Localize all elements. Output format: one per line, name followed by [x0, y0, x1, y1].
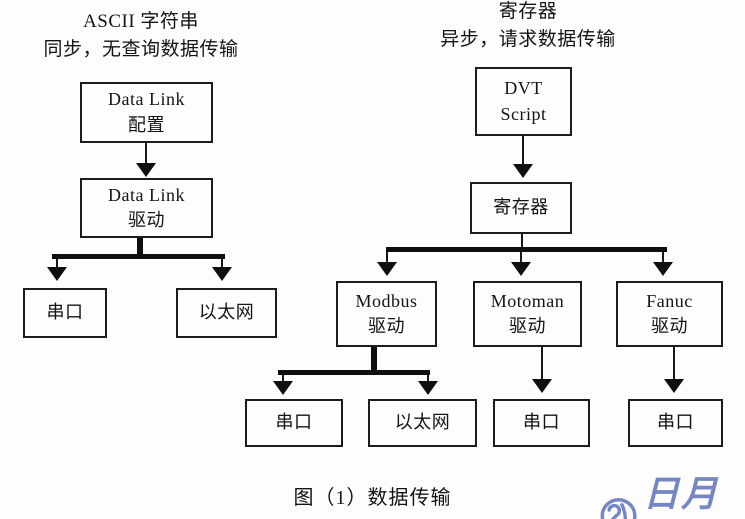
- right-heading-line2: 异步，请求数据传输: [440, 29, 616, 50]
- node-serial-fanuc: 串口: [628, 399, 723, 447]
- node-label: 串口: [523, 412, 560, 433]
- connector-bar-to-serial-left: [56, 259, 58, 268]
- modbus-distribution-bar: [278, 370, 430, 375]
- connector-modbus-stub: [371, 347, 377, 372]
- connector-bar-to-motoman: [520, 252, 522, 263]
- right-tree-heading: 寄存器 异步，请求数据传输: [420, 0, 636, 54]
- node-ethernet-left: 以太网: [176, 288, 277, 338]
- node-label: 驱动: [368, 316, 405, 336]
- arrow-down-icon: [47, 267, 67, 281]
- node-motoman-driver: Motoman 驱动: [473, 281, 582, 347]
- arrow-down-icon: [273, 381, 293, 395]
- node-serial-left: 串口: [23, 288, 107, 338]
- connector-bar-to-serial-modbus: [282, 375, 284, 382]
- left-heading-line1: ASCII 字符串: [83, 11, 199, 32]
- arrow-down-icon: [664, 379, 684, 393]
- connector-fanuc-to-serial: [673, 347, 675, 380]
- node-serial-modbus: 串口: [245, 399, 343, 447]
- connector-bar-to-ethernet-modbus: [427, 375, 429, 382]
- node-ethernet-modbus: 以太网: [368, 399, 477, 447]
- node-label: 寄存器: [493, 197, 549, 218]
- node-label: Motoman: [490, 290, 565, 311]
- node-datalink-driver: Data Link 驱动: [80, 178, 213, 238]
- right-distribution-bar: [386, 247, 667, 252]
- node-label: DVT: [504, 78, 543, 99]
- connector-dvt-to-register: [522, 136, 524, 165]
- node-datalink-config: Data Link 配置: [80, 82, 213, 143]
- figure-caption: 图（1）数据传输: [293, 487, 452, 509]
- sun-moon-circle-icon: [600, 498, 637, 519]
- left-tree-heading: ASCII 字符串 同步，无查询数据传输: [30, 8, 252, 64]
- node-dvt-script: DVT Script: [475, 67, 572, 136]
- arrow-down-icon: [136, 163, 156, 177]
- node-fanuc-driver: Fanuc 驱动: [616, 281, 723, 347]
- watermark-logo: 日月辰: [598, 472, 745, 519]
- watermark-text: 日月辰: [643, 474, 720, 519]
- node-label: Fanuc: [646, 290, 693, 311]
- arrow-down-icon: [532, 379, 552, 393]
- arrow-down-icon: [377, 262, 397, 276]
- connector-config-to-driver: [145, 143, 147, 164]
- node-serial-motoman: 串口: [493, 399, 590, 447]
- connector-bar-to-modbus: [386, 252, 388, 263]
- arrow-down-icon: [653, 262, 673, 276]
- node-label: 驱动: [128, 210, 165, 230]
- node-label: 驱动: [651, 316, 688, 336]
- node-modbus-driver: Modbus 驱动: [336, 281, 437, 347]
- node-label: 以太网: [394, 412, 451, 433]
- arrow-down-icon: [212, 267, 232, 281]
- node-label: 串口: [657, 412, 694, 433]
- connector-register-stub: [521, 234, 523, 248]
- connector-driver-stub: [137, 238, 143, 256]
- node-label: 配置: [128, 114, 165, 135]
- node-label: Script: [500, 103, 547, 124]
- left-distribution-bar: [52, 254, 225, 259]
- connector-bar-to-ethernet-left: [221, 259, 223, 268]
- node-label: Data Link: [108, 89, 185, 110]
- node-register: 寄存器: [470, 182, 572, 234]
- node-label: 串口: [275, 412, 313, 433]
- right-heading-line1: 寄存器: [498, 1, 558, 22]
- node-label: Modbus: [355, 290, 418, 311]
- arrow-down-icon: [513, 164, 533, 178]
- node-label: 驱动: [509, 316, 546, 336]
- left-heading-line2: 同步，无查询数据传输: [43, 39, 239, 60]
- node-label: 以太网: [198, 302, 255, 323]
- arrow-down-icon: [418, 381, 438, 395]
- connector-motoman-to-serial: [541, 347, 543, 380]
- node-label: 串口: [46, 302, 84, 323]
- node-label: Data Link: [108, 184, 185, 205]
- connector-bar-to-fanuc: [662, 252, 664, 263]
- arrow-down-icon: [511, 262, 531, 276]
